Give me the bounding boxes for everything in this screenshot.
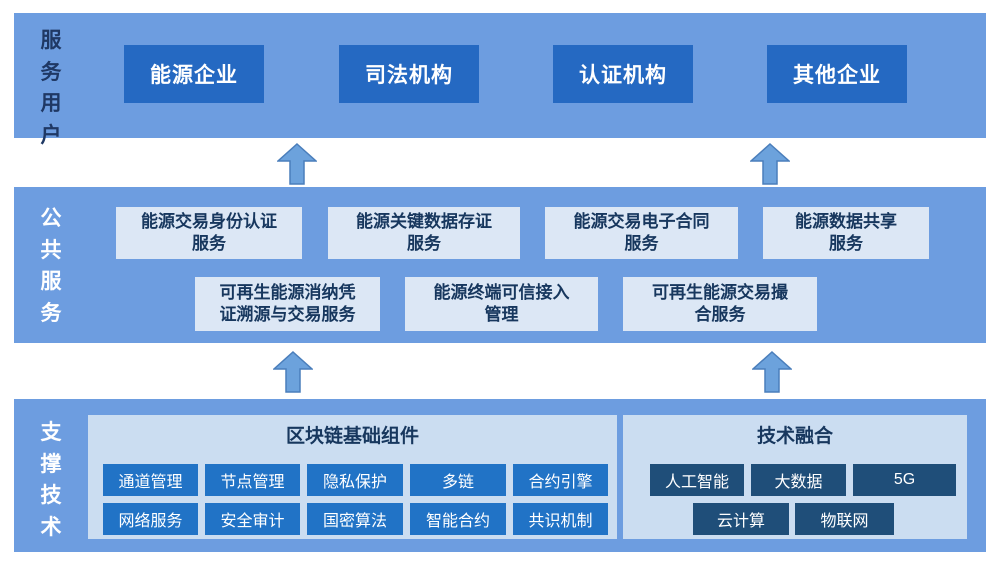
box-identity-auth-service: 能源交易身份认证 服务	[116, 207, 302, 259]
band-label-service-users: 服务用户	[40, 29, 62, 147]
box-e-contract-service: 能源交易电子合同 服务	[545, 207, 738, 259]
box-data-sharing-service: 能源数据共享 服务	[763, 207, 929, 259]
chip-node-mgmt: 节点管理	[205, 464, 300, 496]
chip-cloud-computing: 云计算	[693, 503, 789, 535]
chip-ai: 人工智能	[650, 464, 744, 496]
chip-iot: 物联网	[795, 503, 894, 535]
box-energy-enterprise: 能源企业	[124, 45, 264, 103]
chip-smart-contract: 智能合约	[410, 503, 506, 535]
box-renewable-cert-trace-service: 可再生能源消纳凭 证溯源与交易服务	[195, 277, 380, 331]
band-service-users: 服务用户 能源企业 司法机构 认证机构 其他企业	[14, 13, 986, 147]
box-judicial-org: 司法机构	[339, 45, 479, 103]
chip-network-service: 网络服务	[103, 503, 198, 535]
chip-privacy-protection: 隐私保护	[307, 464, 403, 496]
chip-multi-chain: 多链	[410, 464, 506, 496]
up-arrow-icon	[750, 143, 790, 185]
chip-contract-engine: 合约引擎	[513, 464, 608, 496]
chip-consensus: 共识机制	[513, 503, 608, 535]
chip-5g: 5G	[853, 464, 956, 496]
up-arrow-icon	[273, 351, 313, 393]
up-arrow-icon	[277, 143, 317, 185]
up-arrow-icon	[752, 351, 792, 393]
band-supporting-tech: 支撑技术 区块链基础组件 通道管理 节点管理 隐私保护 多链 合约引擎 网络服务…	[14, 399, 986, 552]
box-key-data-deposit-service: 能源关键数据存证 服务	[328, 207, 520, 259]
chip-security-audit: 安全审计	[205, 503, 300, 535]
band-public-services: 公共服务 能源交易身份认证 服务 能源关键数据存证 服务 能源交易电子合同 服务…	[14, 187, 986, 343]
chip-channel-mgmt: 通道管理	[103, 464, 198, 496]
panel-title-tech-fusion: 技术融合	[756, 426, 833, 447]
box-certification-org: 认证机构	[553, 45, 693, 103]
box-terminal-trusted-access: 能源终端可信接入 管理	[405, 277, 598, 331]
chip-big-data: 大数据	[751, 464, 846, 496]
panel-blockchain-components: 区块链基础组件 通道管理 节点管理 隐私保护 多链 合约引擎 网络服务 安全审计…	[88, 415, 617, 539]
band-label-public-services: 公共服务	[40, 207, 62, 325]
chip-national-crypto: 国密算法	[307, 503, 403, 535]
box-trade-matching-service: 可再生能源交易撮 合服务	[623, 277, 817, 331]
band-label-supporting-tech: 支撑技术	[40, 421, 62, 539]
panel-title-blockchain: 区块链基础组件	[285, 426, 419, 447]
panel-tech-fusion: 技术融合 人工智能 大数据 5G 云计算 物联网	[623, 415, 967, 539]
box-other-enterprise: 其他企业	[767, 45, 907, 103]
